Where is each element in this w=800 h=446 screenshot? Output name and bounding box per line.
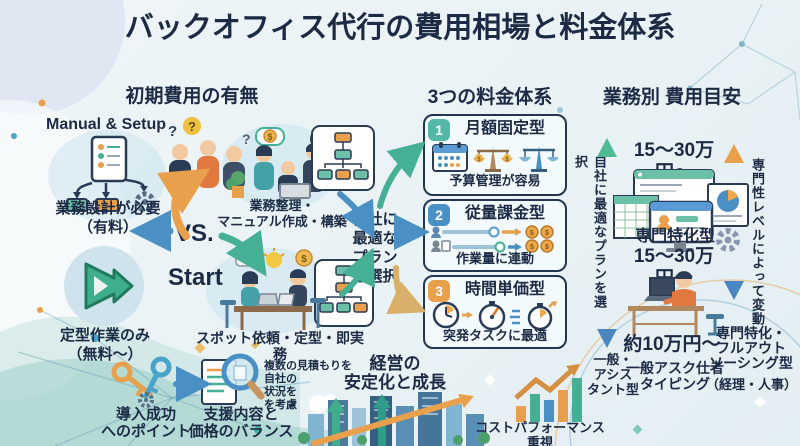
svg-text:$: $ — [545, 230, 549, 237]
balance-caption: 支援内容と 価格のバランス — [188, 406, 294, 441]
svg-text:$: $ — [301, 254, 307, 265]
quote-note: 複数の見積もりを 自社の 状況を を考慮 — [264, 360, 352, 411]
svg-text:$: $ — [267, 132, 272, 142]
start-label: Start — [168, 264, 223, 291]
manual-caption: 業務設計が必要 — [55, 200, 161, 217]
plan-name: 時間単価型 — [464, 281, 545, 298]
plan-number-badge: 2 — [428, 204, 450, 226]
svg-text:$: $ — [545, 244, 549, 251]
svg-text:$: $ — [477, 157, 481, 163]
usage-slider-moneybags-icon: $ $ $ $ — [431, 225, 554, 253]
plan-name: 従量課金型 — [464, 205, 545, 222]
plan-benefit: 予算管理が容易 — [449, 173, 541, 188]
section-heading-estimate: 業務別 費用目安 — [602, 87, 742, 108]
svg-text:?: ? — [242, 131, 251, 147]
svg-text:?: ? — [168, 123, 177, 140]
estimate-low-price: 約10万円〜 — [623, 334, 721, 355]
document-to-process-gear-icon — [66, 135, 156, 213]
estimate-axis-label: 専門性レベルによって変動 — [750, 158, 765, 326]
pricing-axis-bottom-label: 一般・ アシス タント型 — [586, 352, 639, 397]
section-heading-initial-cost: 初期費用の有無 — [125, 86, 259, 107]
plan-number-badge: 1 — [428, 119, 450, 141]
plan-card-monthly: 1 月額固定型 $ $ 予算管理が容易 — [423, 114, 567, 196]
growth-caption: 経営の 安定化と成長 — [344, 354, 446, 392]
rising-bar-chart-icon — [514, 364, 582, 422]
center-select-label: 自社に 最適な プラン を選択 — [352, 211, 398, 285]
start-caption: 定型作業のみ — [59, 327, 150, 344]
section-heading-pricing: 3つの料金体系 — [427, 87, 553, 108]
plan-card-usage: 2 従量課金型 $ $ $ $ 作業量に連動 — [423, 199, 567, 272]
svg-text:$: $ — [505, 157, 509, 163]
plan-name: 月額固定型 — [464, 120, 545, 137]
start-play-arrow-icon — [64, 246, 144, 326]
point-caption: 導入成功 へのポイント — [100, 406, 191, 441]
svg-text:$: $ — [530, 230, 534, 237]
plan-number-badge: 3 — [428, 280, 450, 302]
worker-at-desk-icon — [628, 271, 724, 336]
pricing-axis-label: 自社に最適なプランを選択 — [573, 155, 607, 309]
plan-benefit: 作業量に連動 — [455, 251, 534, 266]
spot-caption: スポット依頼・定型・即実務 — [196, 330, 364, 363]
manual-setup-label: Manual & Setup — [46, 116, 167, 133]
clock-stopwatch-icon — [432, 301, 557, 331]
org-flowchart-icon — [311, 125, 375, 191]
balance-scales-icon: $ $ — [473, 147, 513, 172]
organize-caption-sub: マニュアル作成・構築 — [217, 214, 347, 229]
cost-performance-caption: コストパフォーマンス重視 — [475, 420, 605, 446]
consulting-team-money-icon: $ — [226, 127, 330, 199]
start-caption-sub: （無料〜） — [67, 346, 143, 363]
city-growth-skyline-icon — [298, 392, 490, 446]
organize-caption: 業務整理・ — [249, 198, 315, 213]
estimate-right-label: 専門特化・ フルアウト ソーシング型 （経理・人事） — [706, 325, 798, 393]
svg-text:$: $ — [530, 244, 534, 251]
balance-scales-icon — [519, 146, 559, 172]
magnifier-over-document-icon — [201, 353, 265, 405]
svg-text:?: ? — [188, 119, 196, 134]
page-title: バックオフィス代行の費用相場と料金体系 — [124, 12, 676, 44]
keys-and-gear-icon — [111, 356, 172, 408]
plan-card-hourly: 3 時間単価型 突発タスクに最適 — [423, 275, 567, 349]
calendar-icon: $ $ — [432, 142, 559, 172]
estimate-low-label: 一般アスク仕者 タイピング — [626, 360, 724, 393]
svg-text:?: ? — [243, 254, 250, 266]
manual-caption-sub: （有料） — [77, 219, 138, 236]
estimate-mid-label: 専門特化型 — [634, 228, 715, 245]
two-people-meeting-desk-icon: ? $ — [220, 248, 326, 330]
plan-benefit: 突発タスクに最適 — [442, 328, 547, 343]
